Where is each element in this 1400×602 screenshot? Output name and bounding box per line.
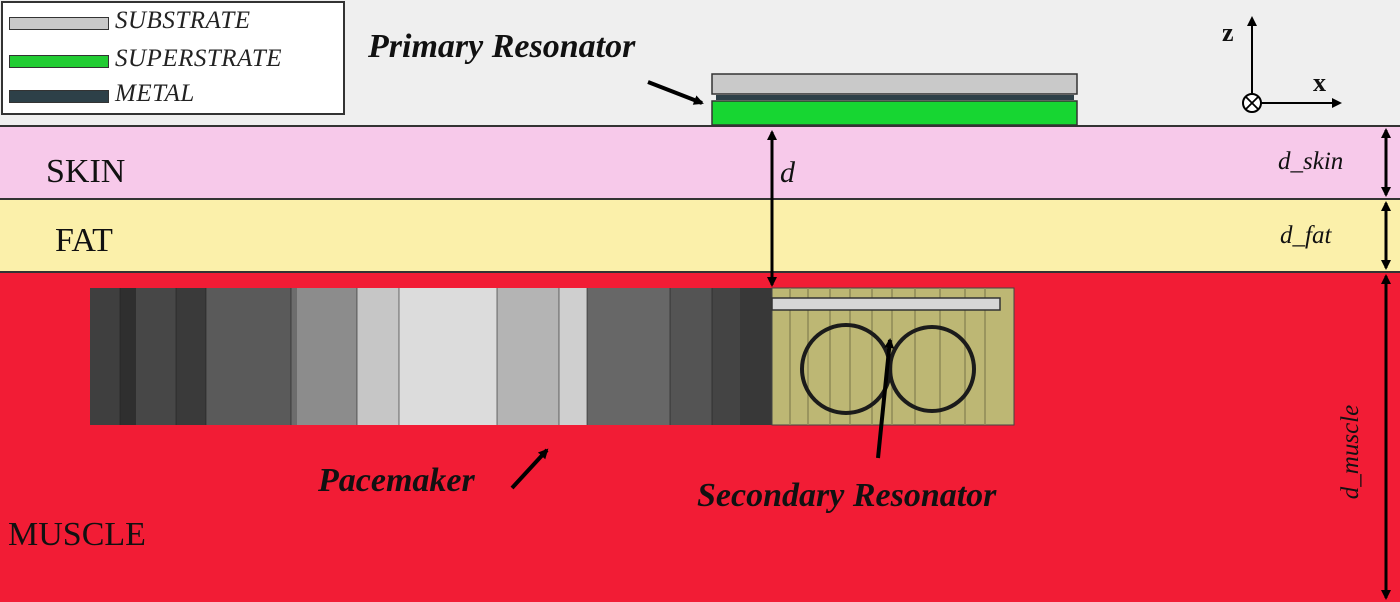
primary-resonator-label: Primary Resonator [368,28,636,65]
legend-swatch-metal [9,90,109,103]
legend-swatch-substrate [9,17,109,30]
legend-label-metal: METAL [115,80,195,107]
secondary-resonator-label: Secondary Resonator [697,477,997,514]
fat-layer [0,198,1400,272]
muscle-label: MUSCLE [8,516,146,553]
fat-label: FAT [55,222,113,259]
legend-label-superstrate: SUPERSTRATE [115,45,283,72]
primary-resonator-arrow [647,80,704,105]
skin-layer [0,125,1400,199]
primary-resonator [711,73,1078,126]
legend-swatch-superstrate [9,55,109,68]
skin-thickness-label: d_skin [1278,148,1344,175]
fat-thickness-label: d_fat [1280,222,1332,249]
secondary-resonator [771,287,1015,426]
x-axis-label: x [1313,68,1326,97]
legend-label-substrate: SUBSTRATE [115,7,251,34]
pacemaker-body [90,288,772,425]
muscle-thickness-label: d_muscle [1337,404,1364,500]
pacemaker-arrow [510,448,549,490]
distance-d-label: d [780,156,795,189]
coordinate-axes [1242,16,1342,113]
secondary-resonator-arrow [876,338,895,459]
z-axis-label: z [1222,18,1234,47]
legend: SUBSTRATE SUPERSTRATE METAL [1,1,345,115]
skin-label: SKIN [46,153,126,190]
pacemaker-label: Pacemaker [318,462,475,499]
